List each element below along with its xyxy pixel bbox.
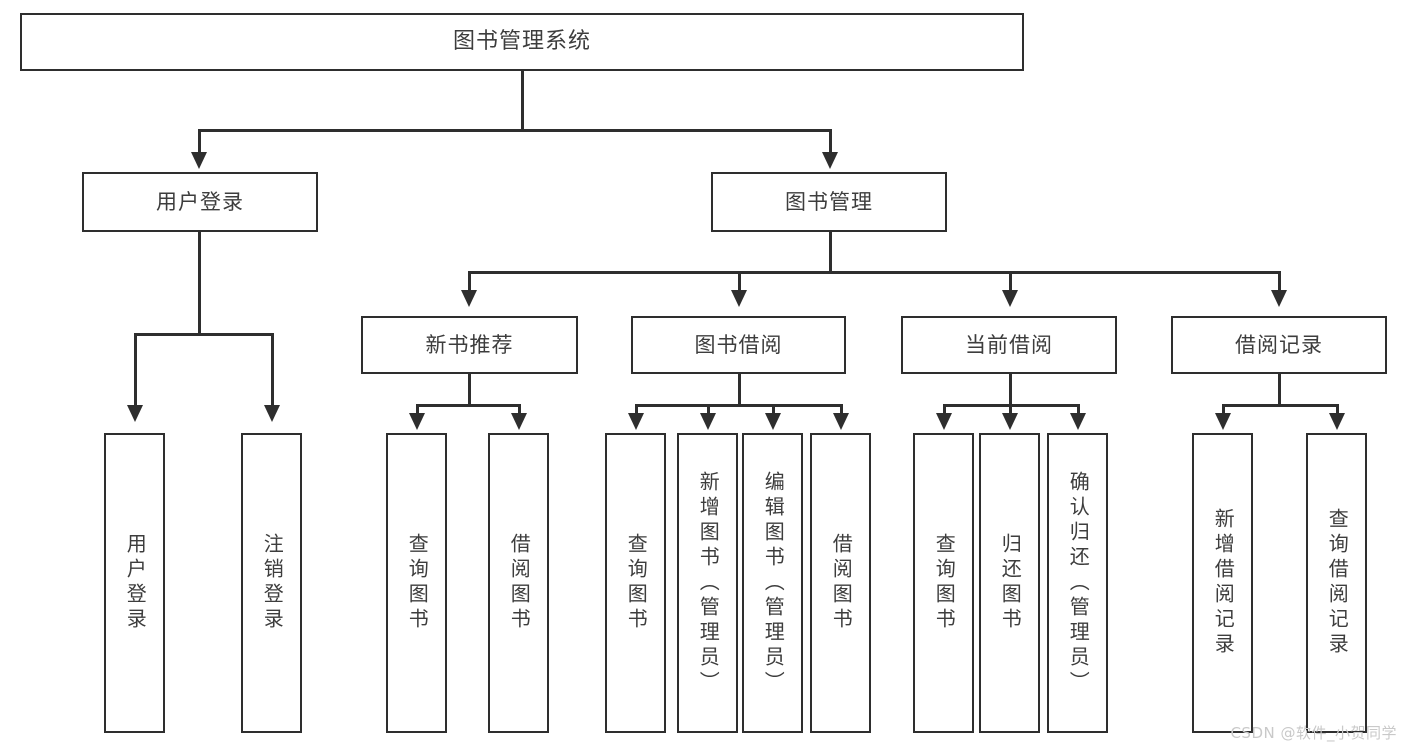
node-book-management[interactable]: 图书管理 — [711, 172, 947, 232]
leaf-query-book-3[interactable]: 查询图书 — [913, 433, 974, 733]
leaf-user-login[interactable]: 用户登录 — [104, 433, 165, 733]
node-label: 新增借阅记录 — [1211, 508, 1236, 658]
leaf-add-book-admin[interactable]: 新增图书（管理员） — [677, 433, 738, 733]
connector-drop-leaf-logout — [271, 333, 274, 409]
connector-drop-current-borrow — [1009, 271, 1012, 293]
connector-user-login-bar — [134, 333, 271, 336]
connector-book-manage-bar — [468, 271, 1280, 274]
connector-drop-leaf-borrow-book-1 — [518, 404, 521, 416]
arrowhead-leaf-return-book — [1002, 413, 1018, 430]
connector-book-borrow-stem — [738, 374, 741, 406]
node-label: 借阅记录 — [1235, 332, 1323, 357]
leaf-borrow-book-2[interactable]: 借阅图书 — [810, 433, 871, 733]
leaf-query-book-1[interactable]: 查询图书 — [386, 433, 447, 733]
arrowhead-book-borrow — [731, 290, 747, 307]
leaf-query-book-2[interactable]: 查询图书 — [605, 433, 666, 733]
arrowhead-leaf-query-book-2 — [628, 413, 644, 430]
connector-drop-leaf-query-book-1 — [416, 404, 419, 416]
connector-root-stem — [521, 71, 524, 131]
node-label: 图书管理 — [785, 189, 873, 214]
leaf-add-borrow-record[interactable]: 新增借阅记录 — [1192, 433, 1253, 733]
connector-borrow-record-bar — [1222, 404, 1339, 407]
connector-book-manage-stem — [829, 232, 832, 274]
node-label: 图书借阅 — [694, 332, 783, 357]
arrowhead-leaf-borrow-book-1 — [511, 413, 527, 430]
node-label: 编辑图书（管理员） — [761, 470, 786, 696]
connector-drop-leaf-add-book — [707, 404, 710, 416]
connector-drop-leaf-query-record — [1336, 404, 1339, 416]
connector-drop-book-borrow — [738, 271, 741, 293]
leaf-confirm-return-admin[interactable]: 确认归还（管理员） — [1047, 433, 1108, 733]
node-label: 查询图书 — [932, 533, 957, 633]
arrowhead-leaf-borrow-book-2 — [833, 413, 849, 430]
node-book-borrow[interactable]: 图书借阅 — [631, 316, 846, 374]
connector-user-login-stem — [198, 232, 201, 336]
connector-drop-leaf-confirm-return — [1077, 404, 1080, 416]
node-label: 归还图书 — [998, 533, 1023, 633]
arrowhead-user-login — [191, 152, 207, 169]
arrowhead-leaf-confirm-return — [1070, 413, 1086, 430]
connector-drop-leaf-return-book — [1009, 404, 1012, 416]
node-label: 查询图书 — [624, 533, 649, 633]
connector-drop-leaf-query-book-3 — [943, 404, 946, 416]
node-label: 查询图书 — [405, 533, 430, 633]
connector-drop-leaf-add-record — [1222, 404, 1225, 416]
connector-drop-book-manage — [829, 129, 832, 156]
arrowhead-leaf-query-record — [1329, 413, 1345, 430]
connector-drop-new-books — [468, 271, 471, 293]
connector-drop-leaf-borrow-book-2 — [840, 404, 843, 416]
connector-new-book-stem — [468, 374, 471, 406]
connector-root-bar — [198, 129, 831, 132]
leaf-query-borrow-record[interactable]: 查询借阅记录 — [1306, 433, 1367, 733]
node-label: 借阅图书 — [829, 533, 854, 633]
csdn-watermark: CSDN @软件_小贺同学 — [1230, 724, 1397, 742]
node-label: 用户登录 — [123, 533, 148, 633]
connector-drop-borrow-record — [1278, 271, 1281, 293]
connector-book-borrow-bar — [635, 404, 842, 407]
node-label: 用户登录 — [156, 189, 244, 214]
leaf-borrow-book-1[interactable]: 借阅图书 — [488, 433, 549, 733]
arrowhead-leaf-query-book-3 — [936, 413, 952, 430]
node-label: 新增图书（管理员） — [696, 470, 721, 696]
node-label: 当前借阅 — [965, 332, 1053, 357]
leaf-return-book[interactable]: 归还图书 — [979, 433, 1040, 733]
connector-drop-leaf-query-book-2 — [635, 404, 638, 416]
node-label: 图书管理系统 — [452, 29, 591, 55]
node-label: 查询借阅记录 — [1325, 508, 1350, 658]
node-new-book-recommend[interactable]: 新书推荐 — [361, 316, 578, 374]
node-label: 注销登录 — [260, 533, 285, 633]
connector-drop-leaf-user-login — [134, 333, 137, 409]
arrowhead-leaf-logout — [264, 405, 280, 422]
arrowhead-borrow-record — [1271, 290, 1287, 307]
connector-drop-leaf-edit-book — [772, 404, 775, 416]
arrowhead-leaf-user-login — [127, 405, 143, 422]
arrowhead-book-manage — [822, 152, 838, 169]
arrowhead-leaf-query-book-1 — [409, 413, 425, 430]
node-label: 新书推荐 — [425, 332, 514, 357]
connector-current-borrow-stem — [1009, 374, 1012, 406]
node-label: 借阅图书 — [507, 533, 532, 633]
leaf-logout[interactable]: 注销登录 — [241, 433, 302, 733]
arrowhead-new-books — [461, 290, 477, 307]
connector-borrow-record-stem — [1278, 374, 1281, 406]
node-root-system[interactable]: 图书管理系统 — [20, 13, 1024, 71]
node-borrow-record[interactable]: 借阅记录 — [1171, 316, 1387, 374]
arrowhead-leaf-edit-book — [765, 413, 781, 430]
leaf-edit-book-admin[interactable]: 编辑图书（管理员） — [742, 433, 803, 733]
arrowhead-leaf-add-book — [700, 413, 716, 430]
node-current-borrow[interactable]: 当前借阅 — [901, 316, 1117, 374]
connector-drop-user-login — [198, 129, 201, 156]
arrowhead-current-borrow — [1002, 290, 1018, 307]
connector-new-book-bar — [416, 404, 521, 407]
node-label: 确认归还（管理员） — [1066, 470, 1091, 696]
arrowhead-leaf-add-record — [1215, 413, 1231, 430]
node-user-login[interactable]: 用户登录 — [82, 172, 318, 232]
